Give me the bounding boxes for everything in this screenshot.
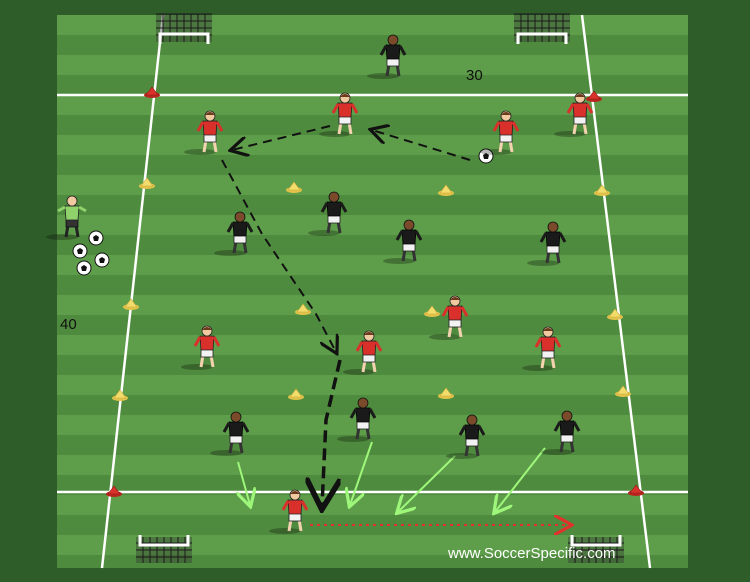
pass-arrow [372, 130, 471, 161]
ball [88, 230, 104, 246]
run-arrow [322, 359, 342, 506]
pass-arrow [232, 125, 331, 150]
pass-arrow [221, 159, 336, 352]
right-touchline [580, 14, 652, 569]
left-touchline [100, 14, 165, 569]
ball [94, 252, 110, 268]
ball [72, 243, 88, 259]
movement-arrow [350, 441, 373, 505]
width-label: 30 [466, 67, 483, 84]
goal-top-left [154, 12, 214, 46]
length-label: 40 [60, 316, 77, 333]
passing-arrows [221, 125, 471, 506]
goal-top-right [512, 12, 572, 46]
watermark: www.SoccerSpecific.com [448, 545, 616, 562]
movement-arrow [398, 455, 456, 512]
movement-arrow [495, 447, 546, 512]
ball [76, 260, 92, 276]
movement-arrow [238, 461, 250, 505]
movement-arrows [238, 441, 546, 512]
goal-bottom-left [134, 533, 194, 565]
